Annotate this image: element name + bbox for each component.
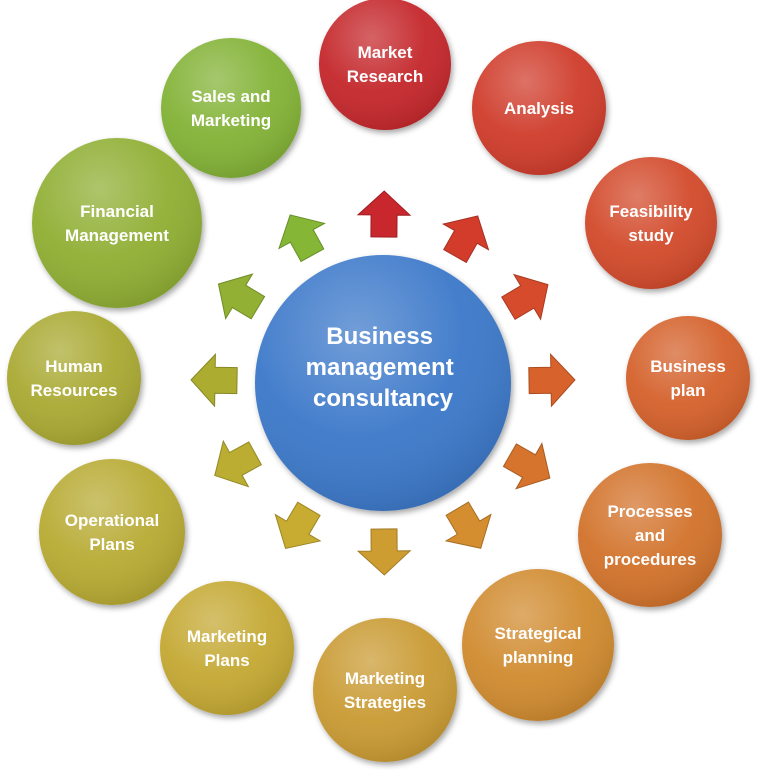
- arrow-shape: [501, 273, 549, 321]
- node-shine: [7, 311, 141, 445]
- node-label-line: Marketing: [191, 111, 271, 130]
- arrow-shape: [441, 215, 490, 264]
- arrow-shape: [274, 501, 322, 550]
- arrow-sales-marketing: [278, 214, 326, 263]
- node-label-line: Processes: [607, 502, 692, 521]
- arrow-shape: [444, 501, 492, 549]
- arrow-feasibility-study: [501, 273, 549, 321]
- arrow-strategical-planning: [444, 501, 492, 549]
- node-label-line: Strategies: [344, 693, 426, 712]
- arrow-shape: [190, 352, 238, 408]
- node-label-line: Sales and: [191, 87, 270, 106]
- arrow-human-resources: [190, 352, 238, 408]
- center-label: Business management consultancy: [306, 323, 461, 412]
- node-shine: [313, 618, 457, 762]
- arrow-shape: [278, 214, 326, 263]
- node-label: Strategical planning: [495, 624, 582, 667]
- arrow-processes-procedures: [502, 442, 551, 490]
- node-analysis: Analysis: [472, 41, 606, 175]
- node-label-line: Marketing: [345, 669, 425, 688]
- node-label-line: study: [628, 226, 674, 245]
- arrow-marketing-strategies: [356, 528, 412, 576]
- node-shine: [32, 138, 202, 308]
- node-label-line: planning: [503, 648, 574, 667]
- node-label-line: Management: [65, 226, 169, 245]
- node-shine: [161, 38, 301, 178]
- node-label-line: Human: [45, 357, 103, 376]
- node-label-line: Analysis: [504, 99, 574, 118]
- node-label-line: Resources: [31, 381, 118, 400]
- center-label-line: Business: [326, 323, 433, 350]
- arrow-shape: [356, 528, 412, 576]
- node-label-line: plan: [671, 381, 706, 400]
- node-business-plan: Business plan: [626, 316, 750, 440]
- arrow-business-plan: [528, 352, 576, 408]
- node-shine: [319, 0, 451, 130]
- node-shine: [160, 581, 294, 715]
- center-node: Business management consultancy: [255, 255, 511, 511]
- node-label-line: procedures: [604, 550, 697, 569]
- node-label-line: Operational: [65, 511, 159, 530]
- arrow-operational-plans: [214, 439, 263, 488]
- arrow-shape: [214, 439, 263, 488]
- node-label-line: Strategical: [495, 624, 582, 643]
- arrow-analysis: [441, 215, 490, 264]
- node-label-line: Business: [650, 357, 726, 376]
- arrow-shape: [502, 442, 551, 490]
- arrow-shape: [356, 190, 412, 238]
- node-shine: [585, 157, 717, 289]
- arrow-shape: [528, 352, 576, 408]
- center-label-line: consultancy: [313, 385, 454, 412]
- node-label-line: Feasibility: [609, 202, 693, 221]
- node-label: Business plan: [650, 357, 726, 400]
- node-strategical-planning: Strategical planning: [462, 569, 614, 721]
- arrows-layer: [190, 190, 576, 576]
- center-label-line: management: [306, 354, 454, 381]
- node-label: Processes and procedures: [604, 502, 697, 569]
- node-feasibility-study: Feasibility study: [585, 157, 717, 289]
- node-shine: [39, 459, 185, 605]
- node-label-line: Marketing: [187, 627, 267, 646]
- node-shine: [626, 316, 750, 440]
- arrow-shape: [217, 273, 266, 321]
- node-shine: [462, 569, 614, 721]
- node-shine: [472, 41, 606, 175]
- node-shine: [578, 463, 722, 607]
- node-label-line: Plans: [89, 535, 134, 554]
- node-label-line: and: [635, 526, 665, 545]
- center-shine: [255, 255, 511, 511]
- node-label-line: Financial: [80, 202, 154, 221]
- arrow-financial-management: [217, 273, 266, 321]
- node-label-line: Research: [347, 67, 424, 86]
- arrow-market-research: [356, 190, 412, 238]
- node-label-line: Market: [358, 43, 413, 62]
- arrow-marketing-plans: [274, 501, 322, 550]
- node-label-line: Plans: [204, 651, 249, 670]
- node-label: Feasibility study: [609, 202, 693, 245]
- node-label: Analysis: [504, 99, 574, 118]
- node-processes-procedures: Processes and procedures: [578, 463, 722, 607]
